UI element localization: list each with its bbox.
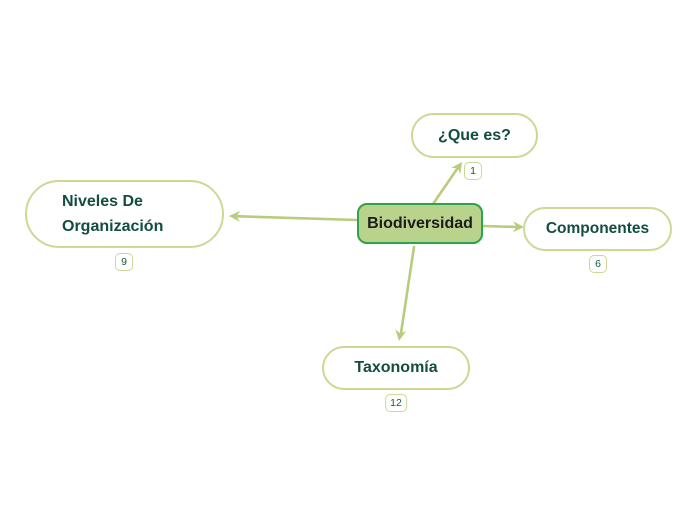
node-taxonomia-label: Taxonomía (354, 359, 438, 376)
badge-que-es-count[interactable]: 1 (464, 162, 482, 180)
badge-taxonomia-value: 12 (390, 397, 402, 409)
node-que-es-label: ¿Que es? (438, 126, 511, 144)
connector-central-to-taxonomia (399, 245, 416, 335)
connector-central-to-que-es (431, 167, 459, 206)
badge-niveles-count[interactable]: 9 (115, 253, 133, 271)
badge-niveles-value: 9 (121, 256, 127, 268)
node-que-es[interactable]: ¿Que es? (411, 113, 538, 158)
node-niveles-de-organizacion[interactable]: Niveles De Organización (25, 180, 224, 248)
badge-componentes-value: 6 (595, 258, 601, 270)
node-biodiversidad-central[interactable]: Biodiversidad (357, 203, 483, 244)
arrowhead-niveles (229, 210, 241, 222)
node-biodiversidad-label: Biodiversidad (367, 214, 473, 232)
node-componentes[interactable]: Componentes (523, 207, 672, 251)
badge-componentes-count[interactable]: 6 (589, 255, 607, 273)
node-niveles-label: Niveles De Organización (62, 193, 164, 235)
badge-que-es-value: 1 (470, 165, 476, 177)
connector-central-to-componentes (481, 224, 519, 229)
connector-central-to-niveles (234, 214, 359, 222)
arrowhead-taxonomia (395, 329, 407, 341)
node-componentes-label: Componentes (545, 220, 650, 237)
node-taxonomia[interactable]: Taxonomía (322, 346, 470, 390)
badge-taxonomia-count[interactable]: 12 (385, 394, 407, 412)
